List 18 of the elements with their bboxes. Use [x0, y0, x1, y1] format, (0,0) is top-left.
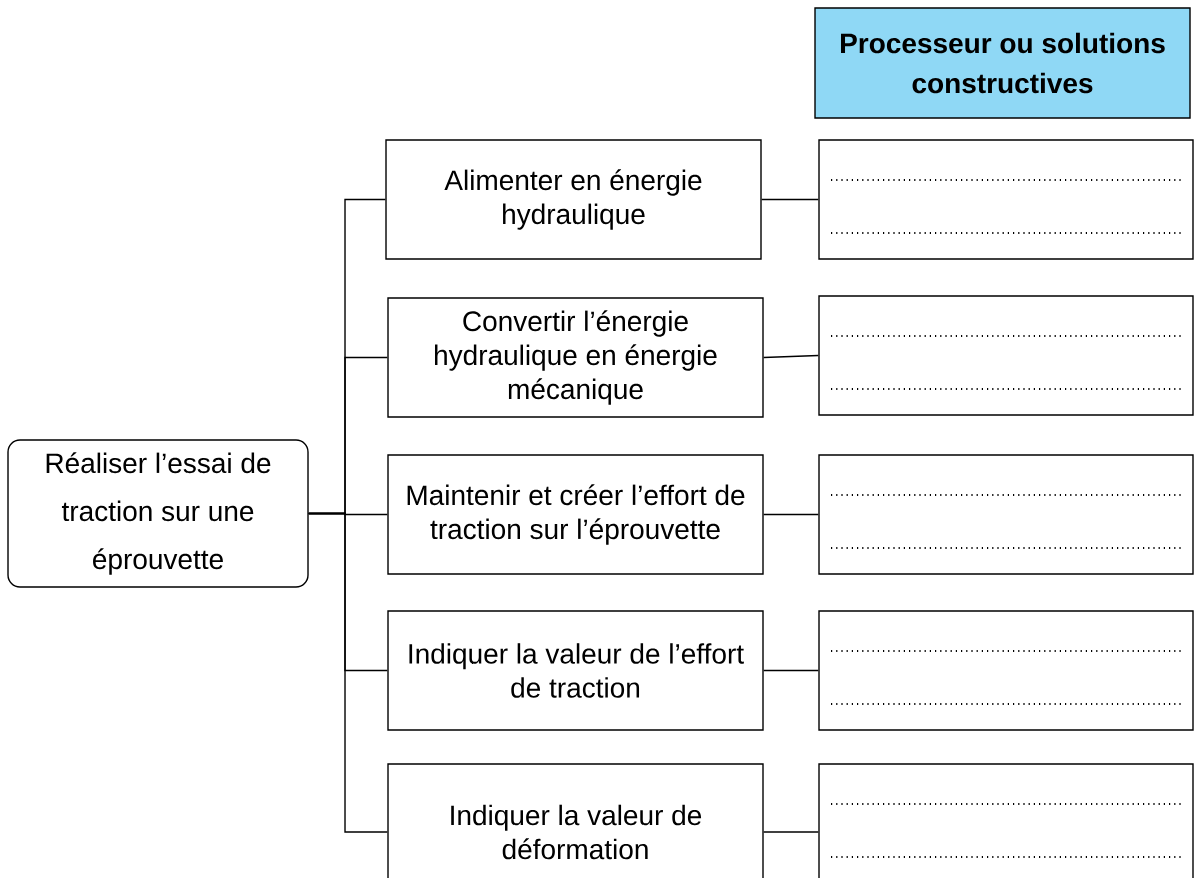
answer-box	[818, 139, 1194, 260]
connector-line	[763, 669, 819, 672]
main-function-box: Réaliser l’essai de traction sur une éprouvette	[7, 439, 309, 588]
connector-line	[308, 512, 388, 833]
answer-box	[818, 610, 1194, 731]
header-box: Processeur ou solutions constructives	[814, 7, 1191, 119]
answer-box	[818, 295, 1194, 416]
answer-box	[818, 454, 1194, 575]
function-box: Convertir l’énergie hydraulique en énergie mécanique	[387, 297, 764, 418]
function-box: Alimenter en énergie hydraulique	[385, 139, 762, 260]
answer-box	[818, 763, 1194, 878]
connector-line	[763, 831, 819, 833]
connector-line	[761, 198, 819, 201]
function-box: Indiquer la valeur de l’effort de traction	[387, 610, 764, 731]
function-box: Maintenir et créer l’effort de traction sur l’éprouvette	[387, 454, 764, 575]
function-box: Indiquer la valeur de déformation	[387, 763, 764, 878]
connector-line	[763, 513, 819, 516]
connector-line	[763, 354, 819, 359]
